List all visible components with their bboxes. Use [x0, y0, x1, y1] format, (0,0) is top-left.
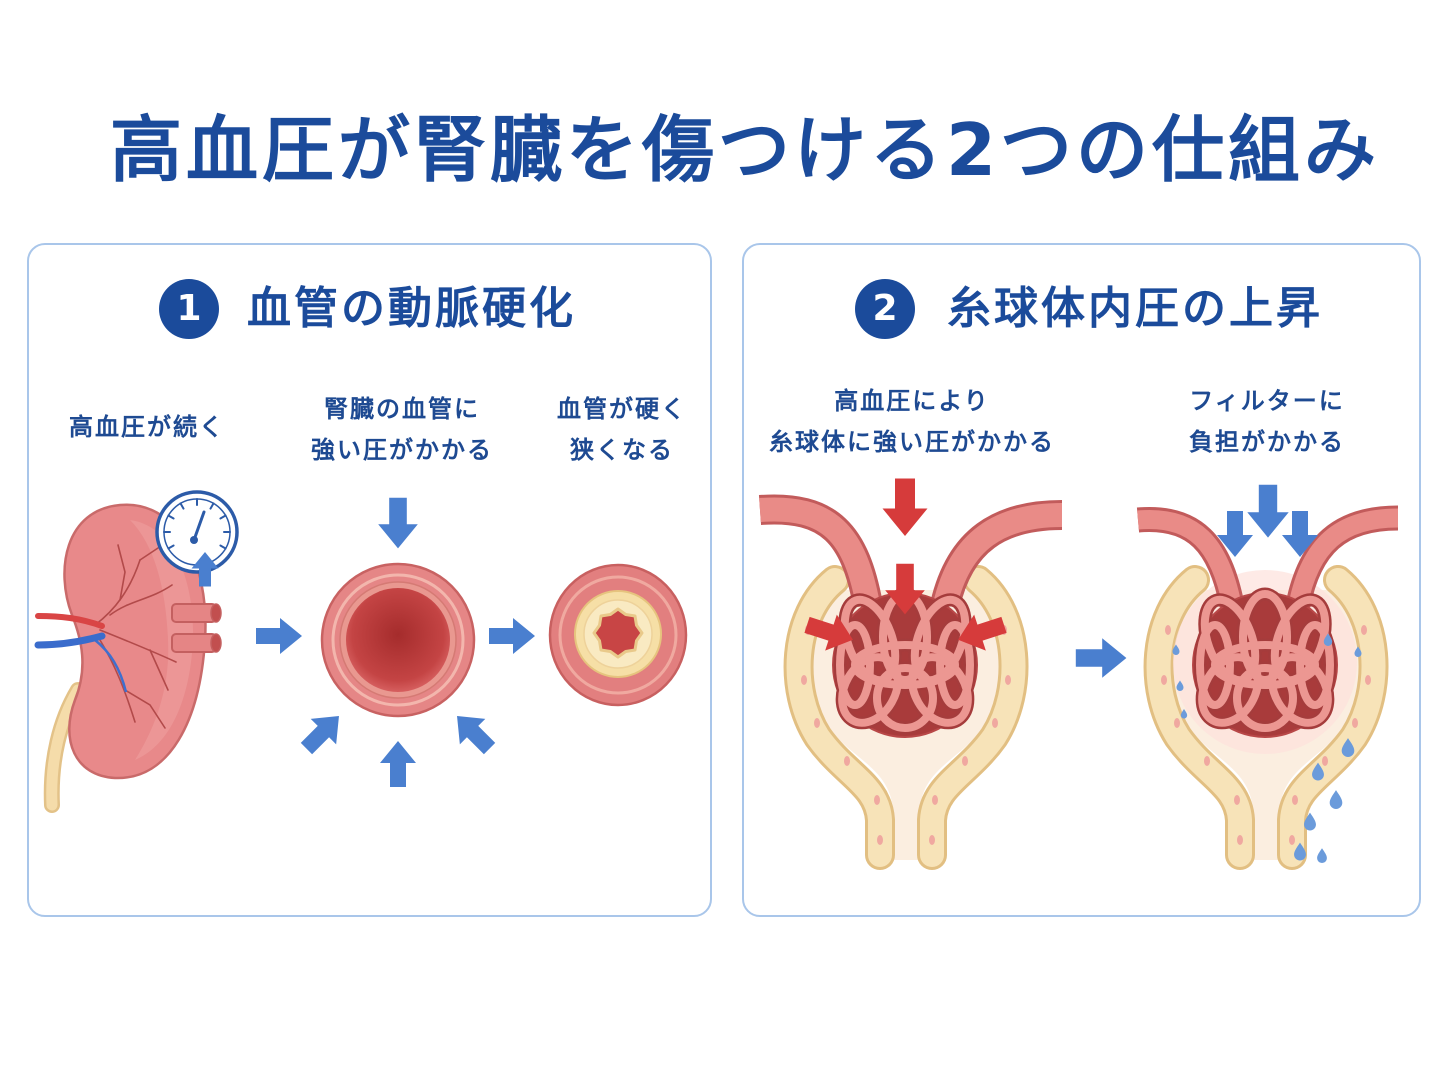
step-label-pressure-on-glomerulus: 高血圧により 糸球体に強い圧がかかる: [752, 381, 1072, 463]
panel-heading-1: 血管の動脈硬化: [247, 283, 576, 334]
step-label-filter-burden: フィルターに 負担がかかる: [1147, 381, 1387, 463]
step-label-pressure-on-vessels: 腎臓の血管に 強い圧がかかる: [282, 389, 522, 471]
step-label-line: 負担がかかる: [1189, 428, 1345, 456]
step-label-high-pressure-continues: 高血圧が続く: [37, 407, 257, 448]
step-label-line: 狭くなる: [570, 436, 674, 464]
step-label-vessels-stiffen: 血管が硬く 狭くなる: [532, 389, 712, 471]
step-label-line: 腎臓の血管に: [324, 395, 480, 423]
step-label-line: 糸球体に強い圧がかかる: [769, 428, 1055, 456]
vessel-cross-section-narrowed: [548, 563, 688, 707]
step-number-badge-2: 2: [855, 279, 915, 339]
step-label-line: 強い圧がかかる: [311, 436, 493, 464]
kidney-icon: [34, 503, 222, 813]
step-number-badge-1: 1: [159, 279, 219, 339]
panel-glomerular-pressure: 2 糸球体内圧の上昇 高血圧により 糸球体に強い圧がかかる フィルターに 負担が…: [742, 243, 1421, 917]
panel-arterial-sclerosis: 1 血管の動脈硬化 高血圧が続く 腎臓の血管に 強い圧がかかる 血管が硬く 狭く…: [27, 243, 712, 917]
step-label-line: 血管が硬く: [557, 395, 687, 423]
step-label-line: フィルターに: [1189, 387, 1345, 415]
glomerulus-icon-pressure: [758, 494, 1063, 860]
pressure-gauge-icon: [155, 490, 239, 574]
panel-heading-2: 糸球体内圧の上昇: [947, 283, 1323, 334]
page-title: 高血圧が腎臓を傷つける2つの仕組み: [109, 108, 1381, 192]
glomerulus-icon-strained-filter: [1136, 505, 1399, 860]
step-label-line: 高血圧により: [834, 387, 990, 415]
renal-vessel-ends: [171, 603, 222, 653]
vessel-cross-section-normal: [320, 562, 476, 718]
step-label-line: 高血圧が続く: [69, 413, 225, 441]
